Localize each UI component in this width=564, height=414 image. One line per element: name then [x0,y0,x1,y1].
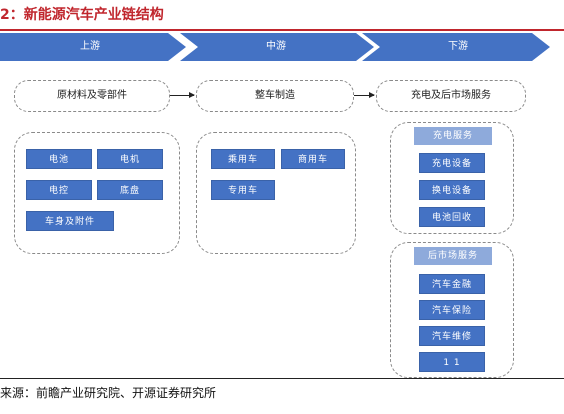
stage-chevron-downstream [362,33,550,61]
source-note: 来源：前瞻产业研究院、开源证券研究所 [0,386,217,400]
group-charging-services [390,122,514,234]
chip-controller: 电控 [26,180,92,200]
chip-battery: 电池 [26,149,92,169]
chip-battery-swap-equipment: 换电设备 [419,180,485,200]
arrow-midstream-to-downstream [354,92,375,98]
header-aftermarket-services: 后市场服务 [414,247,492,265]
stage-label-midstream: 中游 [266,41,286,52]
node-upstream: 原材料及零部件 [14,80,170,112]
chip-auto-insurance: 汽车保险 [419,300,485,320]
stage-chevron-midstream [180,33,374,61]
chip-passenger-car: 乘用车 [211,149,275,169]
group-aftermarket-services [390,242,514,378]
chip-motor: 电机 [97,149,163,169]
chip-chassis: 底盘 [97,180,163,200]
stage-label-upstream: 上游 [80,41,100,52]
chip-battery-recycling: 电池回收 [419,207,485,227]
header-charging-services: 充电服务 [414,127,492,145]
chip-auto-finance: 汽车金融 [419,274,485,294]
title-divider [0,29,564,31]
group-vehicle-types [196,132,356,254]
stage-bar [0,33,564,61]
chip-body-accessories: 车身及附件 [26,211,114,231]
node-downstream: 充电及后市场服务 [376,80,526,112]
chip-charging-equipment: 充电设备 [419,153,485,173]
arrow-upstream-to-midstream [170,92,195,98]
chip-auto-repair: 汽车维修 [419,326,485,346]
stage-label-downstream: 下游 [448,41,468,52]
chip-special-vehicle: 专用车 [211,180,275,200]
figure-title: 2：新能源汽车产业链结构 [0,7,164,23]
source-divider [0,378,564,379]
chip-more: 1 1 [419,352,485,372]
group-upstream-components [14,132,180,254]
stage-chevron-upstream [0,33,186,61]
chip-commercial-vehicle: 商用车 [281,149,345,169]
node-midstream: 整车制造 [196,80,354,112]
